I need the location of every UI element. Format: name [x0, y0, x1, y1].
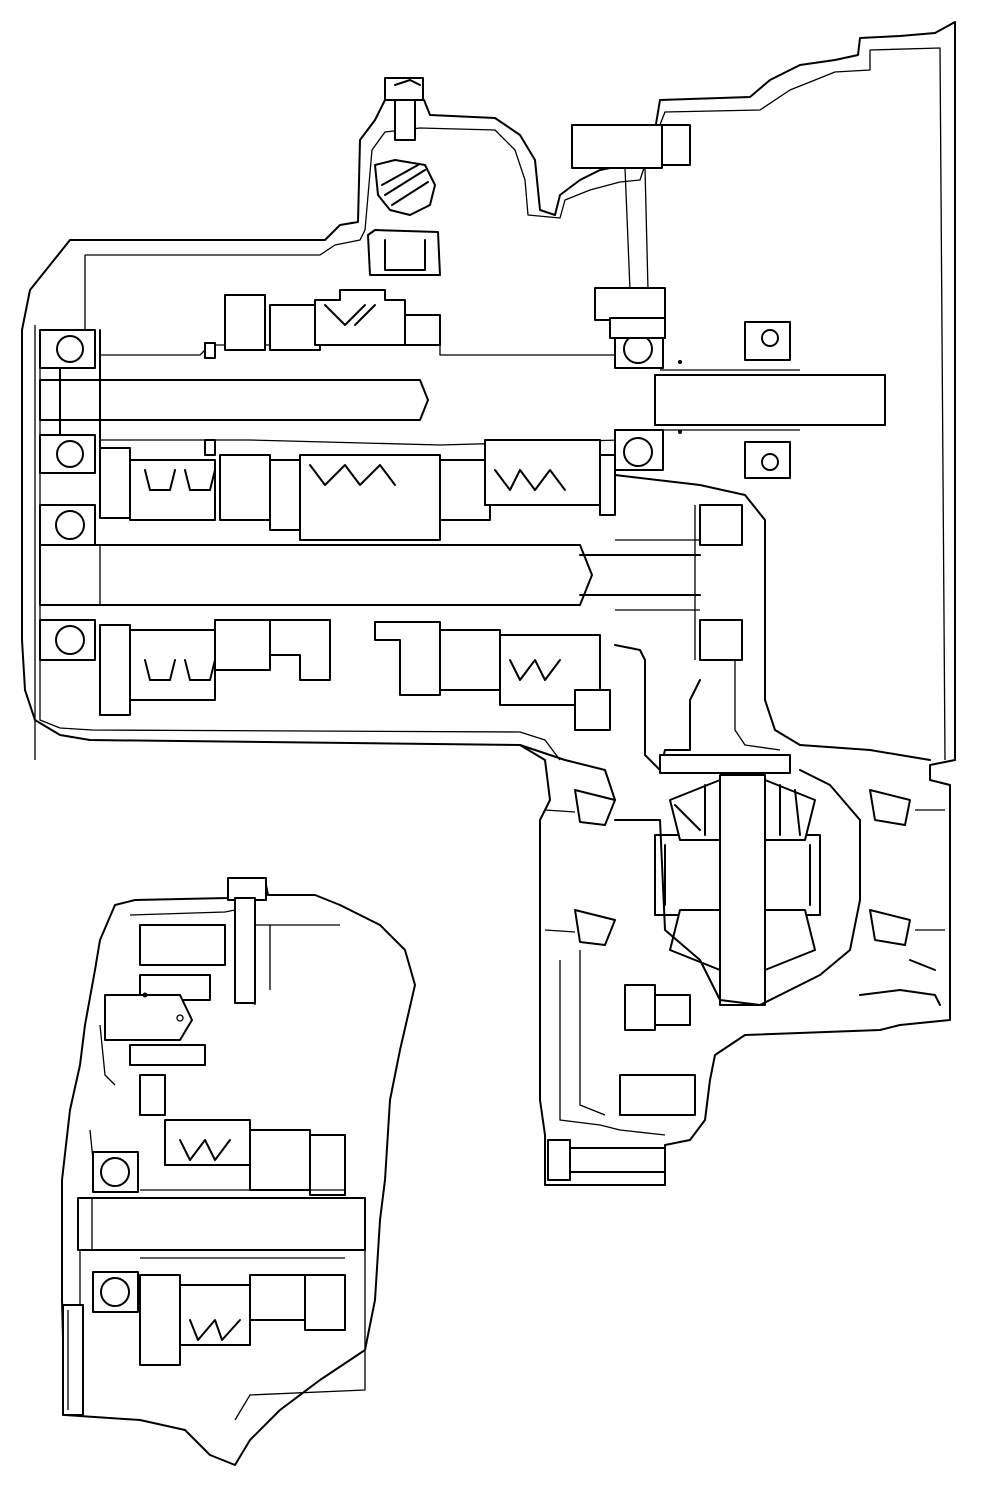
lower-bearing-b [92, 1271, 139, 1313]
bearing-mid-left-b [39, 619, 96, 661]
input-shaft [39, 329, 621, 471]
countershaft [39, 505, 701, 660]
shift-selector [367, 159, 441, 276]
lower-shaft [77, 1189, 366, 1259]
retaining-rings [142, 360, 682, 998]
lower-end-cap [62, 1304, 84, 1416]
bearing-mid-right-a [699, 504, 743, 546]
diff-side-gear-left [669, 779, 721, 971]
lower-bearing-a [92, 1151, 139, 1193]
lower-housing-bolt [547, 1139, 666, 1181]
lower-gear-upper [139, 1074, 346, 1196]
bearing-mid-left-a [39, 504, 96, 546]
differential-assembly [544, 754, 945, 1181]
lower-bearings [92, 1151, 139, 1313]
oil-seals-right [744, 321, 791, 479]
lower-vertical-shaft [139, 877, 267, 1004]
bearing-mid-right-b [699, 619, 743, 661]
diff-bolt [619, 984, 696, 1116]
bearing-upper-left-a [39, 329, 96, 369]
gear-set-upper [204, 289, 441, 359]
upper-bolt [384, 77, 424, 141]
bearing-upper-right-b [614, 429, 664, 471]
diff-bearings [544, 789, 945, 946]
gear-set-middle [99, 439, 616, 541]
diff-side-gear-right [764, 779, 816, 971]
lower-shift-rod [104, 994, 206, 1066]
bearings [39, 329, 743, 661]
lower-gear-bottom [139, 1274, 346, 1366]
bearing-upper-left-b [39, 434, 96, 474]
output-shaft-right [654, 369, 886, 431]
right-housing-bolt [571, 124, 691, 339]
gear-set-lower [99, 619, 611, 731]
